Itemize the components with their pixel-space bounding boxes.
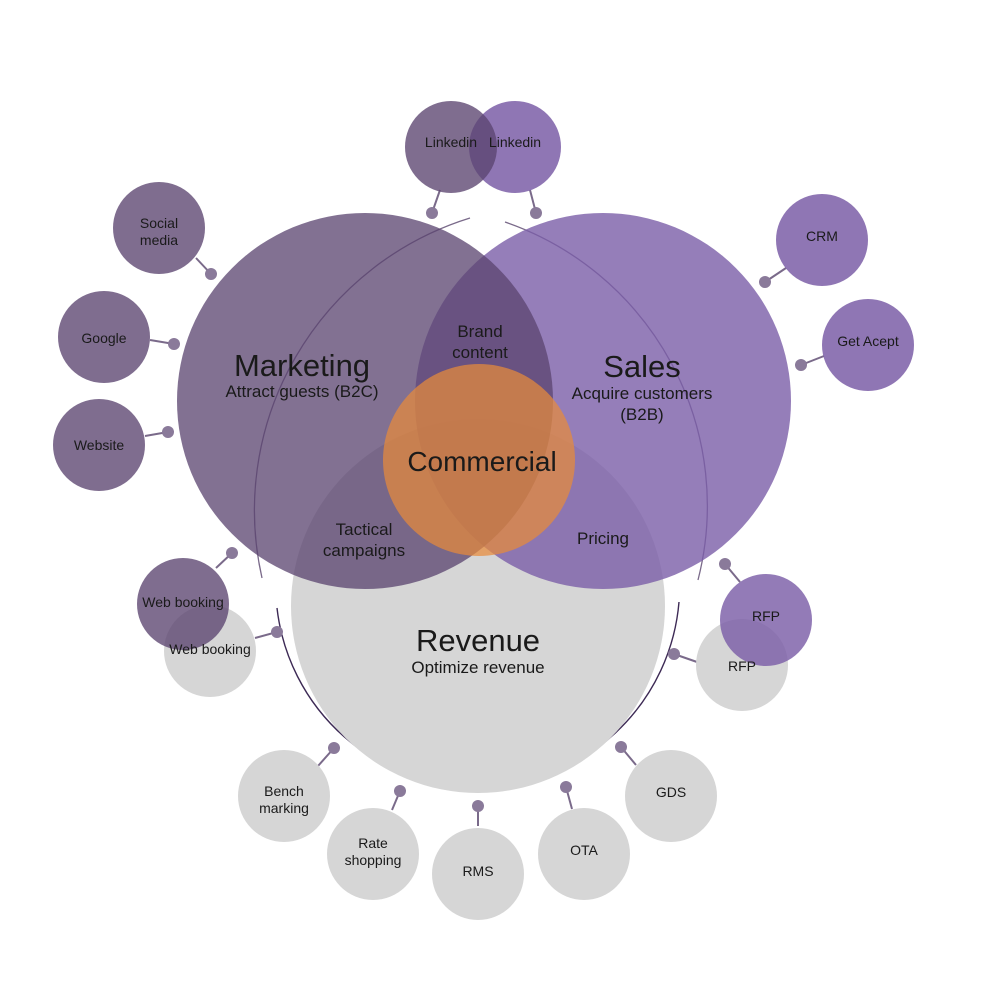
social-media-node <box>113 182 205 274</box>
pricing-label: Pricing <box>577 529 629 548</box>
tactical-campaigns-label-line1: Tactical <box>336 520 393 539</box>
benchmarking-label-line2: marking <box>259 800 309 816</box>
connector-dots <box>162 207 807 812</box>
revenue-subtitle: Optimize revenue <box>411 658 544 677</box>
rms-label: RMS <box>462 863 493 879</box>
rate-shopping-label-line2: shopping <box>345 852 402 868</box>
rms-node <box>432 828 524 920</box>
social-media-label-line1: Social <box>140 215 178 231</box>
commercial-circle <box>383 364 575 556</box>
rate-shopping-label-line1: Rate <box>358 835 388 851</box>
commercial-label: Commercial <box>407 446 556 477</box>
ota-node <box>538 808 630 900</box>
revenue-title: Revenue <box>416 623 540 658</box>
ota-label: OTA <box>570 842 598 858</box>
linkedin-sales-node <box>469 101 561 193</box>
web-booking-marketing-label: Web booking <box>142 594 223 610</box>
rfp-sales-node <box>720 574 812 666</box>
google-label: Google <box>81 330 126 346</box>
benchmarking-label-line1: Bench <box>264 783 304 799</box>
crm-label: CRM <box>806 228 838 244</box>
marketing-subtitle: Attract guests (B2C) <box>225 382 378 401</box>
google-node <box>58 291 150 383</box>
gds-node <box>625 750 717 842</box>
brand-content-label-line1: Brand <box>457 322 502 341</box>
rfp-sales-label: RFP <box>752 608 780 624</box>
marketing-title: Marketing <box>234 348 370 383</box>
linkedin-marketing-node <box>405 101 497 193</box>
sales-subtitle-line2: (B2B) <box>620 405 663 424</box>
tactical-campaigns-label-line2: campaigns <box>323 541 405 560</box>
website-node <box>53 399 145 491</box>
gds-label: GDS <box>656 784 686 800</box>
linkedin-marketing-label: Linkedin <box>425 134 477 150</box>
sales-title: Sales <box>603 349 681 384</box>
get-acept-label: Get Acept <box>837 333 899 349</box>
brand-content-label-line2: content <box>452 343 508 362</box>
sales-subtitle-line1: Acquire customers <box>572 384 713 403</box>
website-label: Website <box>74 437 125 453</box>
benchmarking-node <box>238 750 330 842</box>
web-booking-marketing-node <box>137 558 229 650</box>
get-acept-node <box>822 299 914 391</box>
rfp-revenue-label: RFP <box>728 658 756 674</box>
social-media-label-line2: media <box>140 232 178 248</box>
linkedin-sales-label: Linkedin <box>489 134 541 150</box>
crm-node <box>776 194 868 286</box>
web-booking-revenue-label: Web booking <box>169 641 250 657</box>
rate-shopping-node <box>327 808 419 900</box>
